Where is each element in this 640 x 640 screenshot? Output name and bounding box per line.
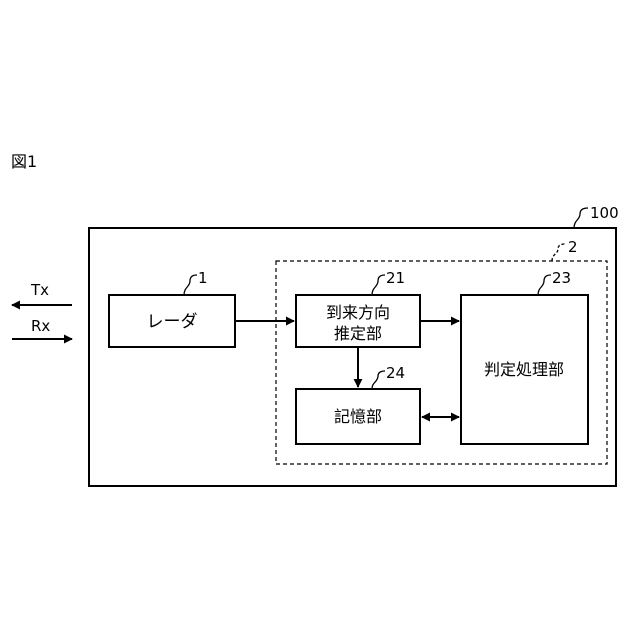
device-ref-leader (574, 208, 588, 228)
radar-ref-leader (184, 275, 197, 295)
estimator-ref-number: 21 (386, 269, 405, 287)
memory-ref-leader (372, 371, 385, 389)
device-ref-number: 100 (590, 204, 619, 222)
radar-label: レーダ (147, 312, 198, 332)
judge-ref-number: 23 (552, 269, 571, 287)
judge-ref-leader (538, 275, 551, 295)
judge-label: 判定処理部 (484, 360, 564, 379)
estimator-ref-leader (372, 275, 385, 295)
tx-label: Tx (30, 281, 49, 299)
rx-label: Rx (31, 317, 50, 335)
radar-ref-number: 1 (198, 269, 208, 287)
estimator-label-line1: 到来方向 (326, 303, 390, 322)
memory-label: 記憶部 (334, 407, 382, 426)
estimator-label-line2: 推定部 (334, 324, 382, 343)
processor-ref-leader (552, 244, 566, 261)
memory-ref-number: 24 (386, 364, 405, 382)
processor-ref-number: 2 (568, 238, 578, 256)
figure-label: 図1 (11, 152, 37, 171)
